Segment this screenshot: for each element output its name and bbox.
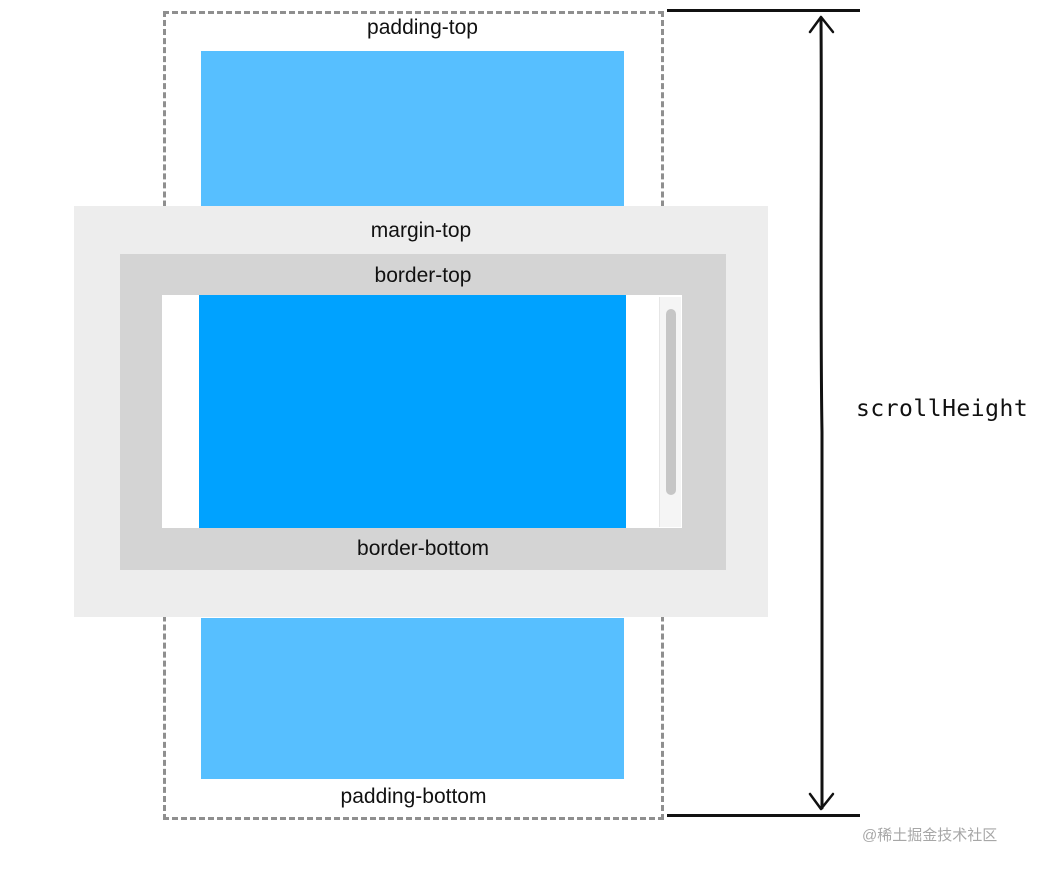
arrow-down-head-icon <box>808 792 835 811</box>
scrollbar-thumb[interactable] <box>666 309 676 495</box>
visible-content <box>199 295 626 528</box>
watermark: @稀土掘金技术社区 <box>862 827 998 844</box>
margin-top-label: margin-top <box>370 219 472 242</box>
scroll-height-arrow <box>808 15 835 811</box>
arrow-up-head-icon <box>808 15 835 34</box>
scroll-height-label: scrollHeight <box>856 396 1029 422</box>
border-bottom-label: border-bottom <box>357 537 489 560</box>
overflow-content-bottom <box>201 618 624 779</box>
overflow-content-top <box>201 51 624 206</box>
scroll-height-bottom-line <box>667 814 860 817</box>
scroll-height-arrow-shaft <box>819 16 824 810</box>
padding-top-label: padding-top <box>367 16 478 39</box>
border-top-label: border-top <box>374 264 472 287</box>
scroll-height-top-line <box>667 9 860 12</box>
padding-bottom-label: padding-bottom <box>340 785 487 808</box>
